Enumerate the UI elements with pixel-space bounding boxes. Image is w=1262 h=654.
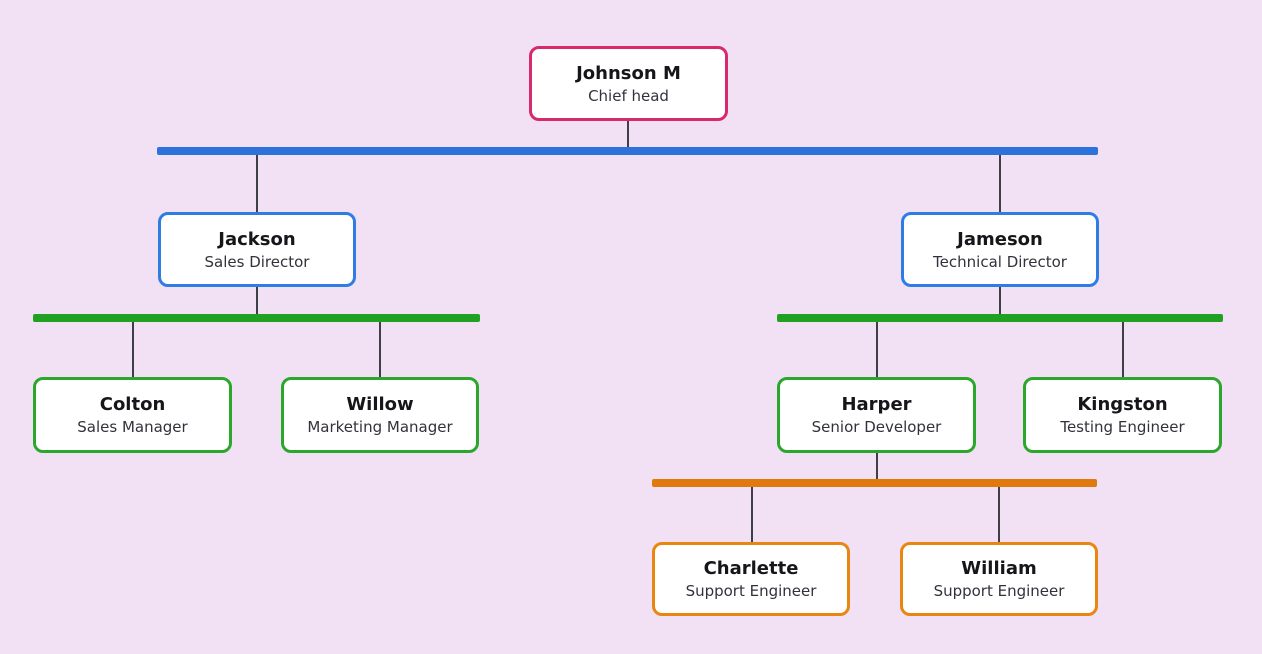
- line-kingston-up: [1122, 322, 1124, 377]
- org-node-kingston[interactable]: Kingston Testing Engineer: [1023, 377, 1222, 453]
- line-harper-down: [876, 452, 878, 479]
- org-node-name: Colton: [99, 394, 166, 415]
- line-colton-up: [132, 322, 134, 377]
- org-node-title: Support Engineer: [685, 582, 817, 600]
- org-node-colton[interactable]: Colton Sales Manager: [33, 377, 232, 453]
- line-harper-up: [876, 322, 878, 377]
- org-node-william[interactable]: William Support Engineer: [900, 542, 1098, 616]
- line-charlette-up: [751, 487, 753, 542]
- org-node-title: Technical Director: [933, 252, 1067, 271]
- line-william-up: [998, 487, 1000, 542]
- line-jameson-up: [999, 155, 1001, 212]
- org-node-name: Charlette: [703, 558, 799, 579]
- org-node-name: Willow: [346, 394, 414, 415]
- org-node-name: Jameson: [957, 228, 1043, 250]
- org-node-name: Harper: [841, 394, 912, 415]
- org-node-title: Sales Director: [204, 252, 310, 271]
- bar-jameson-children: [777, 314, 1223, 322]
- org-node-title: Chief head: [588, 86, 669, 105]
- org-node-title: Senior Developer: [811, 418, 942, 436]
- org-node-willow[interactable]: Willow Marketing Manager: [281, 377, 479, 453]
- org-node-name: William: [961, 558, 1037, 579]
- org-node-harper[interactable]: Harper Senior Developer: [777, 377, 976, 453]
- line-jackson-up: [256, 155, 258, 212]
- org-node-charlette[interactable]: Charlette Support Engineer: [652, 542, 850, 616]
- line-jameson-down: [999, 287, 1001, 314]
- line-jackson-down: [256, 287, 258, 314]
- line-willow-up: [379, 322, 381, 377]
- org-node-name: Jackson: [218, 228, 296, 250]
- org-node-title: Support Engineer: [933, 582, 1065, 600]
- org-node-jameson[interactable]: Jameson Technical Director: [901, 212, 1099, 287]
- bar-harper-children: [652, 479, 1097, 487]
- org-node-title: Sales Manager: [77, 418, 188, 436]
- org-node-jackson[interactable]: Jackson Sales Director: [158, 212, 356, 287]
- org-node-title: Marketing Manager: [307, 418, 453, 436]
- line-johnson-down: [627, 121, 629, 147]
- org-node-johnson-m[interactable]: Johnson M Chief head: [529, 46, 728, 121]
- bar-jackson-children: [33, 314, 480, 322]
- org-node-name: Kingston: [1077, 394, 1168, 415]
- org-node-name: Johnson M: [576, 62, 681, 84]
- org-node-title: Testing Engineer: [1060, 418, 1185, 436]
- bar-johnson-children: [157, 147, 1098, 155]
